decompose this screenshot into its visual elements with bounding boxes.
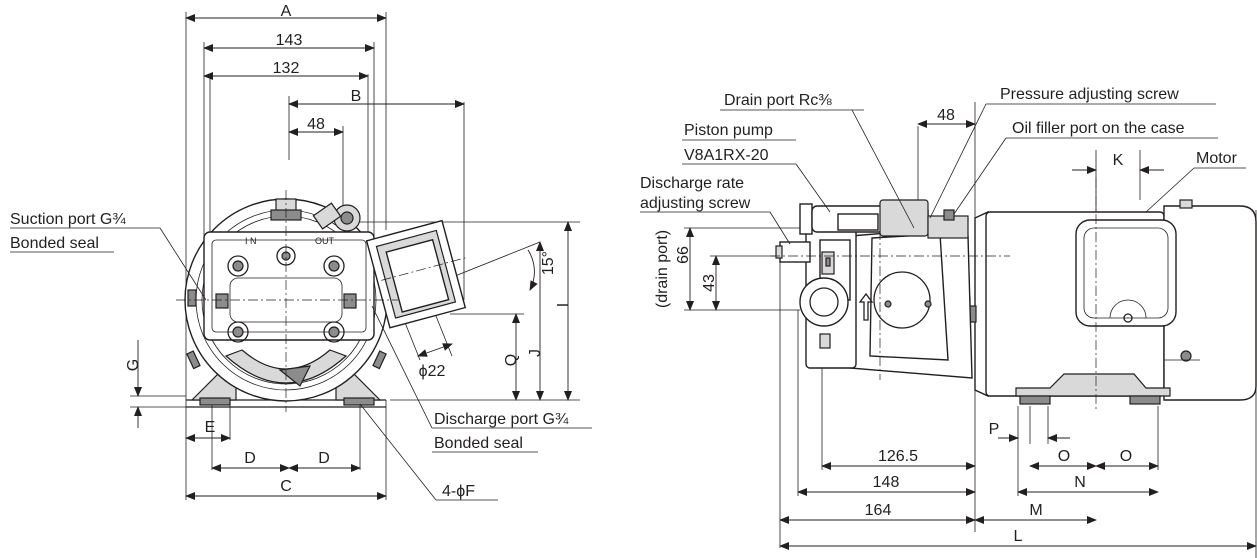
label-mount-holes: 4-ϕF xyxy=(442,483,475,500)
dim-143: 143 xyxy=(276,32,303,49)
dim-66: 66 xyxy=(675,246,692,264)
label-model: V8A1RX-20 xyxy=(684,147,769,164)
label-discharge-port: Discharge port G¾ xyxy=(434,411,569,428)
dim-I: I xyxy=(555,303,572,307)
label-discharge-seal: Bonded seal xyxy=(434,435,523,452)
left-mount-pad xyxy=(199,397,231,406)
terminal-box xyxy=(365,219,469,329)
dim-Q: Q xyxy=(503,354,520,366)
dim-G: G xyxy=(125,359,142,371)
right-mount-pad xyxy=(343,397,375,406)
dim-48-side: 48 xyxy=(937,107,955,124)
dim-M: M xyxy=(1029,502,1042,519)
label-suction-seal: Bonded seal xyxy=(10,235,99,252)
dim-A: A xyxy=(281,3,292,20)
dim-C: C xyxy=(280,478,292,495)
dim-43: 43 xyxy=(701,274,718,292)
label-drain-port: Drain port Rc⅜ xyxy=(724,92,832,109)
dim-D-right: D xyxy=(318,450,330,467)
motor xyxy=(959,199,1257,405)
pump-block xyxy=(203,231,375,341)
pump xyxy=(775,199,973,379)
label-discharge-rate-1: Discharge rate xyxy=(640,175,744,192)
dim-L: L xyxy=(1014,528,1023,545)
dim-15deg: 15° xyxy=(540,251,557,275)
port-label-in: I N xyxy=(245,236,257,246)
dim-drain-port-note: (drain port) xyxy=(654,230,671,308)
label-pressure-screw: Pressure adjusting screw xyxy=(1000,86,1179,103)
dim-148: 148 xyxy=(873,474,900,491)
label-oil-filler: Oil filler port on the case xyxy=(1012,120,1185,137)
label-discharge-rate-2: adjusting screw xyxy=(640,195,751,212)
dim-O-left: O xyxy=(1058,448,1070,465)
dim-164: 164 xyxy=(865,502,892,519)
dim-K: K xyxy=(1113,152,1124,169)
dim-B: B xyxy=(351,88,362,105)
dim-132: 132 xyxy=(273,60,300,77)
dim-phi22: ϕ22 xyxy=(419,363,446,380)
front-view: A 143 132 B 48 D D C E I J Q 15° G ϕ22 xyxy=(10,3,592,501)
dim-E: E xyxy=(205,419,216,436)
dim-P: P xyxy=(989,421,1000,438)
label-motor: Motor xyxy=(1196,150,1238,167)
dim-O-right: O xyxy=(1120,448,1132,465)
port-label-out: OUT xyxy=(315,236,335,246)
dim-N: N xyxy=(1074,474,1086,491)
dim-48-front: 48 xyxy=(307,116,325,133)
dim-D-left: D xyxy=(244,450,256,467)
dim-J: J xyxy=(527,349,544,357)
label-piston-pump: Piston pump xyxy=(684,122,773,139)
side-view: 48 K (drain port) 66 43 P O O 126.5 148 … xyxy=(640,86,1257,558)
label-suction-port: Suction port G¾ xyxy=(10,211,126,228)
dim-126-5: 126.5 xyxy=(878,448,918,465)
